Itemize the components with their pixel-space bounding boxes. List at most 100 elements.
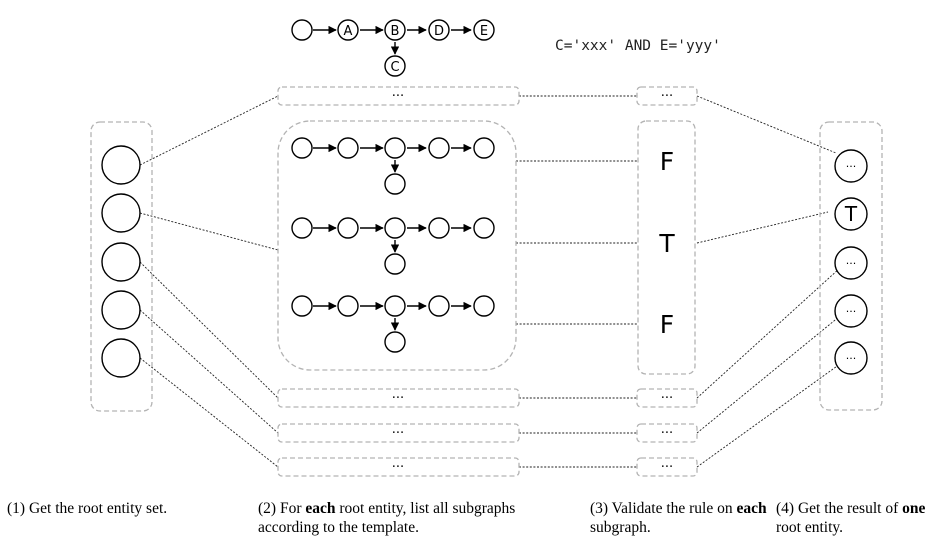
template-root-node (291, 19, 313, 41)
caption-step-4: (4) Get the result of one root entity. (776, 499, 943, 537)
caption-text: subgraph. (590, 519, 651, 536)
subgraph-lists: ··· (277, 86, 520, 477)
subgraph-node (384, 331, 406, 353)
validation-result-false: F (660, 147, 674, 176)
result-node (834, 246, 868, 280)
caption-emphasis: one (902, 500, 926, 517)
root-entity-box (90, 121, 153, 412)
connector-line (139, 261, 279, 399)
connector-line (139, 357, 279, 468)
connector-line (139, 212, 279, 251)
subgraph-node (384, 173, 406, 195)
root-entity-node (101, 242, 141, 282)
connector-line (696, 315, 841, 434)
subgraph-collapsed-box (277, 457, 520, 477)
subgraph-node (473, 217, 495, 239)
subgraph-collapsed-box (277, 86, 520, 106)
subgraph-node (291, 137, 313, 159)
validation-collapsed-box (636, 388, 698, 408)
ellipsis-text: ··· (392, 89, 404, 104)
subgraph-instance (291, 137, 495, 195)
subgraph-expanded-box (277, 120, 517, 371)
connector-line (696, 267, 841, 399)
caption-emphasis: each (305, 500, 336, 517)
subgraph-instance (291, 217, 495, 275)
subgraph-node (337, 295, 359, 317)
subgraph-node (428, 295, 450, 317)
result-node (834, 294, 868, 328)
validation-collapsed-box (636, 457, 698, 477)
caption-text: (4) Get the result of (776, 500, 903, 517)
root-entity-set (90, 121, 153, 412)
connector-line (696, 95, 837, 154)
template-label-e: E (480, 24, 488, 39)
result-label-true: T (844, 202, 858, 226)
diagram-canvas: A B C D E C='xxx' AND E='yyy' (90, 19, 883, 477)
root-entity-node (101, 145, 141, 185)
ellipsis-text: ··· (661, 391, 673, 406)
connector-line (696, 363, 841, 468)
validation-expanded-box (637, 120, 696, 375)
caption-step-2: (2) For each root entity, list all subgr… (258, 499, 523, 537)
template-node-b (384, 19, 406, 41)
template-graph: A B C D E (291, 19, 495, 77)
subgraph-node (384, 295, 406, 317)
result-node-true (834, 197, 868, 231)
result-node (834, 149, 868, 183)
subgraph-node (428, 137, 450, 159)
connector-line (139, 309, 279, 434)
root-entity-node (101, 290, 141, 330)
validation-column: ··· F T F ··· ··· ··· (636, 86, 698, 477)
validation-result-false: F (660, 310, 674, 339)
template-label-c: C (390, 60, 399, 75)
template-label-a: A (344, 24, 353, 39)
connector-line (696, 211, 829, 244)
subgraph-node (384, 253, 406, 275)
template-label-b: B (391, 24, 400, 39)
result-box (819, 121, 883, 411)
ellipsis-text: ··· (661, 460, 673, 475)
caption-text: root entity, list all subgraphs accordin… (258, 500, 516, 536)
result-node (834, 341, 868, 375)
root-entity-node (101, 193, 141, 233)
rule-expression: C='xxx' AND E='yyy' (555, 38, 721, 54)
subgraph-node (384, 217, 406, 239)
template-node-c (384, 55, 406, 77)
subgraph-collapsed-box (277, 423, 520, 443)
result-label: ··· (846, 160, 857, 173)
ellipsis-text: ··· (392, 391, 404, 406)
subgraph-instance (291, 295, 495, 353)
caption-text: root entity. (776, 519, 844, 536)
validation-collapsed-box (636, 423, 698, 443)
subgraph-node (291, 295, 313, 317)
result-column: ··· T ··· ··· ··· (819, 121, 883, 411)
ellipsis-text: ··· (661, 426, 673, 441)
subgraph-node (291, 217, 313, 239)
template-node-a (337, 19, 359, 41)
ellipsis-text: ··· (392, 460, 404, 475)
caption-emphasis: each (736, 500, 767, 517)
connector-line (139, 95, 279, 166)
validation-result-true: T (658, 229, 675, 258)
ellipsis-text: ··· (392, 426, 404, 441)
caption-text: (3) Validate the rule on (590, 500, 737, 517)
caption-step-1: (1) Get the root entity set. (7, 499, 257, 518)
caption-text: (1) Get the root entity set. (7, 500, 168, 517)
connector-lines (139, 95, 841, 468)
template-node-e (473, 19, 495, 41)
template-node-d (428, 19, 450, 41)
result-label: ··· (846, 305, 857, 318)
root-entity-node (101, 338, 141, 378)
caption-text: (2) For (258, 500, 306, 517)
ellipsis-text: ··· (661, 89, 673, 104)
template-label-d: D (434, 24, 444, 39)
subgraph-node (428, 217, 450, 239)
subgraph-node (384, 137, 406, 159)
subgraph-node (473, 137, 495, 159)
result-label: ··· (846, 352, 857, 365)
result-label: ··· (846, 257, 857, 270)
subgraph-collapsed-box (277, 388, 520, 408)
subgraph-node (337, 137, 359, 159)
caption-step-3: (3) Validate the rule on each subgraph. (590, 499, 780, 537)
validation-collapsed-box (636, 86, 698, 106)
